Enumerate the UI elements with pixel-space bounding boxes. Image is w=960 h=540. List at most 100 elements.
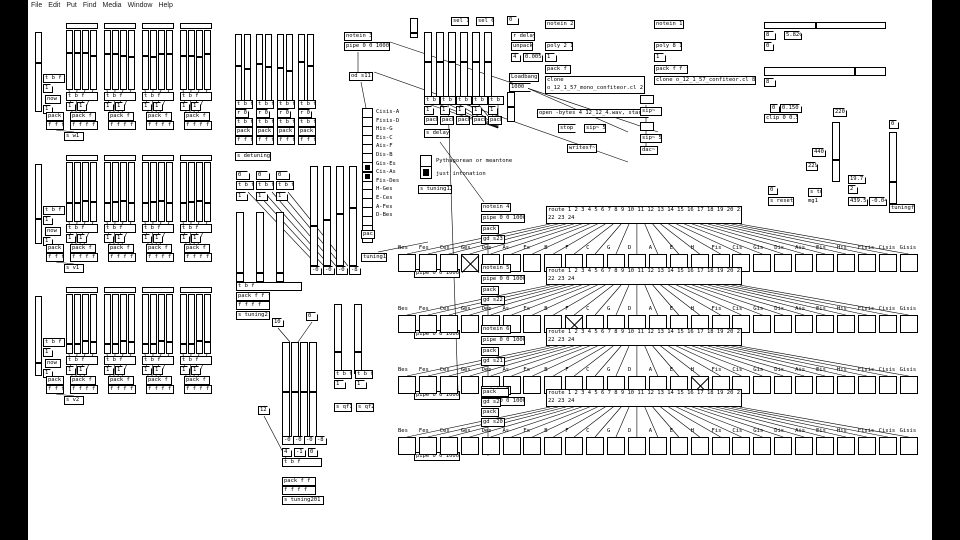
pack-list[interactable]: f f f f xyxy=(184,253,212,262)
delay-slider[interactable] xyxy=(472,32,480,98)
number-box[interactable]: 0.005 xyxy=(525,54,542,60)
number-box[interactable]: 0 xyxy=(764,42,774,51)
pack-list[interactable]: f f f f xyxy=(108,385,136,394)
slider-knob[interactable] xyxy=(310,391,316,393)
number-box[interactable]: 19.7 xyxy=(848,175,866,184)
clone-object[interactable]: clone o_12_1_57_confiteor.cl 8 xyxy=(654,76,756,85)
voice-slider[interactable] xyxy=(120,30,127,90)
pitch-toggle-dis[interactable] xyxy=(774,254,793,272)
patch-cord[interactable] xyxy=(652,345,679,377)
menu-find[interactable]: Find xyxy=(82,2,97,9)
pack-object[interactable]: pack f f xyxy=(146,244,172,253)
send-object[interactable]: s reset xyxy=(768,197,794,206)
voice-slider[interactable] xyxy=(104,294,111,354)
pack-list[interactable]: f f f f xyxy=(184,385,212,394)
clone-object[interactable]: clone xyxy=(545,76,645,94)
slider-knob[interactable] xyxy=(236,65,241,67)
slider-knob[interactable] xyxy=(292,391,298,393)
number-box[interactable]: 1 xyxy=(115,366,125,375)
number-box[interactable]: 0 xyxy=(256,171,270,180)
voice-slider[interactable] xyxy=(66,162,73,222)
pack-object[interactable]: pack f f xyxy=(184,244,210,253)
trigger-object[interactable]: t b f xyxy=(142,224,174,233)
pitch-mode-radio[interactable] xyxy=(420,155,432,179)
group-strip-slider[interactable] xyxy=(35,164,42,244)
slider-knob[interactable] xyxy=(189,201,194,203)
number-box[interactable]: 1 xyxy=(66,366,76,375)
number-box[interactable]: 8 xyxy=(764,78,776,87)
note-radio[interactable] xyxy=(362,108,373,243)
pack-object[interactable]: pack f f xyxy=(46,376,64,385)
pack-object[interactable]: pack f f xyxy=(108,244,134,253)
slider-knob[interactable] xyxy=(36,62,41,64)
slider-knob[interactable] xyxy=(854,68,856,75)
slider-header[interactable] xyxy=(142,23,174,29)
pack-object[interactable]: pack f f xyxy=(108,376,134,385)
send-object[interactable]: s qf1 xyxy=(334,403,352,412)
pitch-toggle-fis[interactable] xyxy=(711,437,730,455)
patch-cord[interactable] xyxy=(553,345,606,377)
radio-cell[interactable] xyxy=(363,127,372,136)
slider-knob[interactable] xyxy=(91,55,96,57)
slider-knob[interactable] xyxy=(151,343,156,345)
patch-cord[interactable] xyxy=(297,321,313,343)
slider-knob[interactable] xyxy=(278,67,283,69)
number-box[interactable]: 1 xyxy=(180,234,190,243)
slider-knob[interactable] xyxy=(143,202,148,204)
pack-object[interactable]: pack f f xyxy=(70,376,96,385)
pack-list[interactable]: f f f f xyxy=(108,253,136,262)
poly-object[interactable]: poly 2 1 xyxy=(545,42,573,51)
voice-slider[interactable] xyxy=(150,30,157,90)
pack-list[interactable]: f f f f xyxy=(277,136,295,145)
patch-cord[interactable] xyxy=(684,223,763,255)
gain-hslider[interactable] xyxy=(764,67,886,76)
loadbang-object[interactable]: Loadbang xyxy=(509,73,539,82)
message-box[interactable]: 1000 xyxy=(509,83,531,92)
slider-knob[interactable] xyxy=(833,159,839,161)
pitch-toggle-ais[interactable] xyxy=(795,376,814,394)
voice-slider[interactable] xyxy=(166,162,173,222)
detuning-slider[interactable] xyxy=(244,34,251,104)
voice-slider[interactable] xyxy=(128,162,135,222)
voice-slider[interactable] xyxy=(66,30,73,90)
voice-slider[interactable] xyxy=(150,162,157,222)
trigger-object[interactable]: t b f xyxy=(43,338,65,347)
pitch-toggle-dis[interactable] xyxy=(774,315,793,333)
tuning2-slider[interactable] xyxy=(256,212,264,282)
slider-knob[interactable] xyxy=(113,343,118,345)
send-object[interactable]: s v2 xyxy=(64,396,84,405)
voice-slider[interactable] xyxy=(82,30,89,90)
slider-knob[interactable] xyxy=(129,56,134,58)
radio-cell[interactable] xyxy=(363,145,372,154)
radio-cell[interactable] xyxy=(363,118,372,127)
trigger-object[interactable]: t b f xyxy=(298,118,316,127)
patch-cord[interactable] xyxy=(684,406,763,438)
number-box[interactable]: -0.04 xyxy=(871,198,887,204)
slider-knob[interactable] xyxy=(205,202,210,204)
pitch-toggle-e[interactable] xyxy=(669,437,688,455)
slider-knob[interactable] xyxy=(425,61,431,63)
slider-knob[interactable] xyxy=(83,340,88,342)
patch-cord[interactable] xyxy=(684,284,763,316)
number-box[interactable]: 1 xyxy=(545,53,557,62)
slider-knob[interactable] xyxy=(411,32,417,34)
pitch-toggle-fes[interactable] xyxy=(418,315,437,333)
number-box[interactable]: -0 xyxy=(293,436,305,445)
voice-slider[interactable] xyxy=(204,294,211,354)
number-box[interactable]: 1 xyxy=(276,192,288,201)
slider-knob[interactable] xyxy=(113,53,118,55)
slider-knob[interactable] xyxy=(121,340,126,342)
number-box[interactable]: 1 xyxy=(440,106,450,115)
voice-slider[interactable] xyxy=(158,162,165,222)
voice-slider[interactable] xyxy=(196,294,203,354)
trigger-object[interactable]: t b f xyxy=(256,100,274,109)
slider-knob[interactable] xyxy=(151,201,156,203)
route-object[interactable]: route 1 2 3 4 5 6 7 8 9 10 11 12 13 14 1… xyxy=(546,267,742,285)
number-box[interactable]: 1 xyxy=(104,234,114,243)
number-box[interactable]: r 0 xyxy=(298,109,312,118)
now-object[interactable]: now xyxy=(45,95,61,104)
slider-knob[interactable] xyxy=(437,61,443,63)
slider-knob[interactable] xyxy=(75,343,80,345)
number-box[interactable]: 1 xyxy=(180,366,190,375)
group-strip-slider[interactable] xyxy=(35,296,42,376)
